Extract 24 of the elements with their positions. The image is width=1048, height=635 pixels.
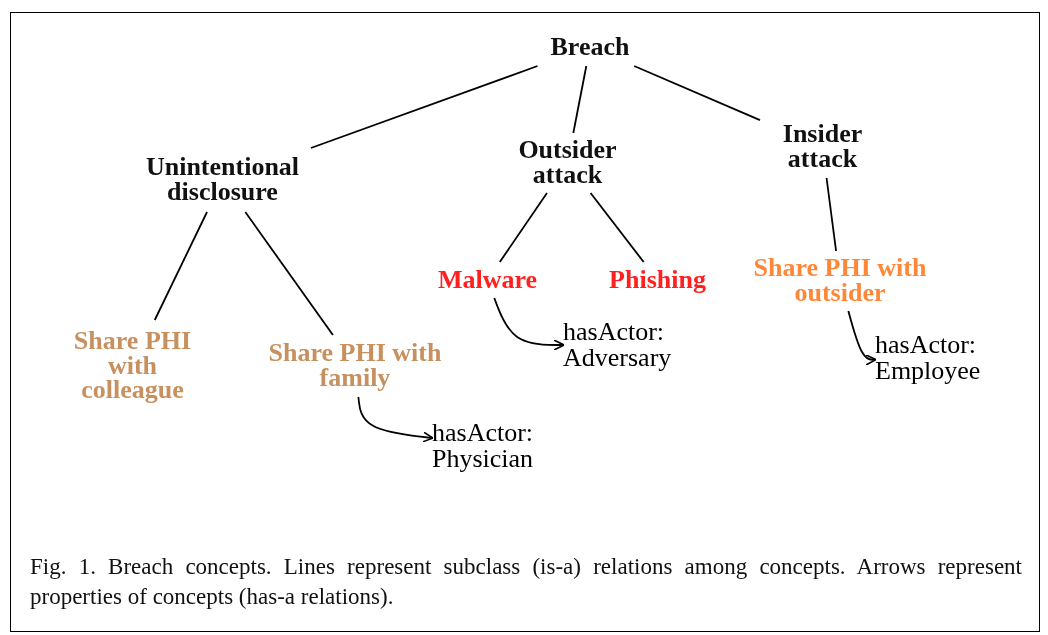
connector-line bbox=[589, 192, 645, 263]
concept-label: Malware bbox=[437, 267, 538, 293]
connector-line bbox=[244, 211, 334, 336]
connector-line bbox=[825, 177, 837, 252]
arrow bbox=[847, 310, 877, 366]
concept-label: Insider attack bbox=[781, 122, 864, 172]
connector-line bbox=[498, 192, 548, 263]
concept-label: Share PHI with outsider bbox=[752, 256, 928, 306]
concept-label: Unintentional disclosure bbox=[144, 155, 301, 205]
connector-line bbox=[572, 65, 588, 134]
property-label: hasActor: Employee bbox=[875, 332, 982, 384]
connector-line bbox=[153, 211, 208, 321]
concept-label: Breach bbox=[550, 34, 630, 60]
arrow bbox=[357, 396, 434, 443]
arrow bbox=[493, 297, 565, 351]
connector-line bbox=[633, 65, 761, 122]
property-label: hasActor: Physician bbox=[432, 420, 535, 472]
concept-label: Outsider attack bbox=[517, 138, 618, 188]
property-label: hasActor: Adversary bbox=[563, 319, 673, 371]
connector-line bbox=[310, 65, 539, 149]
concept-label: Share PHI with family bbox=[267, 341, 443, 391]
figure-caption: Fig. 1. Breach concepts. Lines represent subclass (is-a) relations among concepts. Arrows represent properties of concepts (has-a relations). bbox=[30, 553, 1022, 611]
concept-label: Share PHI with colleague bbox=[72, 328, 193, 404]
concept-label: Phishing bbox=[609, 267, 706, 293]
